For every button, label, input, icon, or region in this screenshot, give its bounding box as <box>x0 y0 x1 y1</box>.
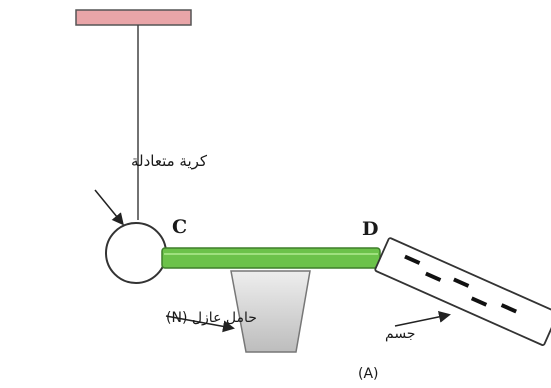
point-d-label: D <box>362 218 378 240</box>
negative-charge <box>404 254 421 265</box>
neutral-ball <box>105 222 167 284</box>
negative-charge <box>500 303 518 314</box>
point-c-label: C <box>172 216 187 238</box>
body-id-label: (A) <box>358 366 379 382</box>
body-label: جسم <box>385 326 415 342</box>
negative-charge <box>453 277 470 288</box>
insulating-stand <box>230 270 311 353</box>
neutral-ball-label: كرية متعادلة <box>131 152 208 170</box>
body-pointer-arrow <box>394 310 451 327</box>
ball-pointer-arrow <box>94 189 124 226</box>
negative-charge <box>470 296 488 307</box>
negative-charge <box>425 271 442 282</box>
stand-pointer-arrow <box>165 315 235 333</box>
support-bar <box>75 9 192 26</box>
insulating-stand-label: حامل عازل (N) <box>166 310 257 326</box>
conducting-rod <box>161 247 381 269</box>
charged-body-a <box>374 237 551 346</box>
